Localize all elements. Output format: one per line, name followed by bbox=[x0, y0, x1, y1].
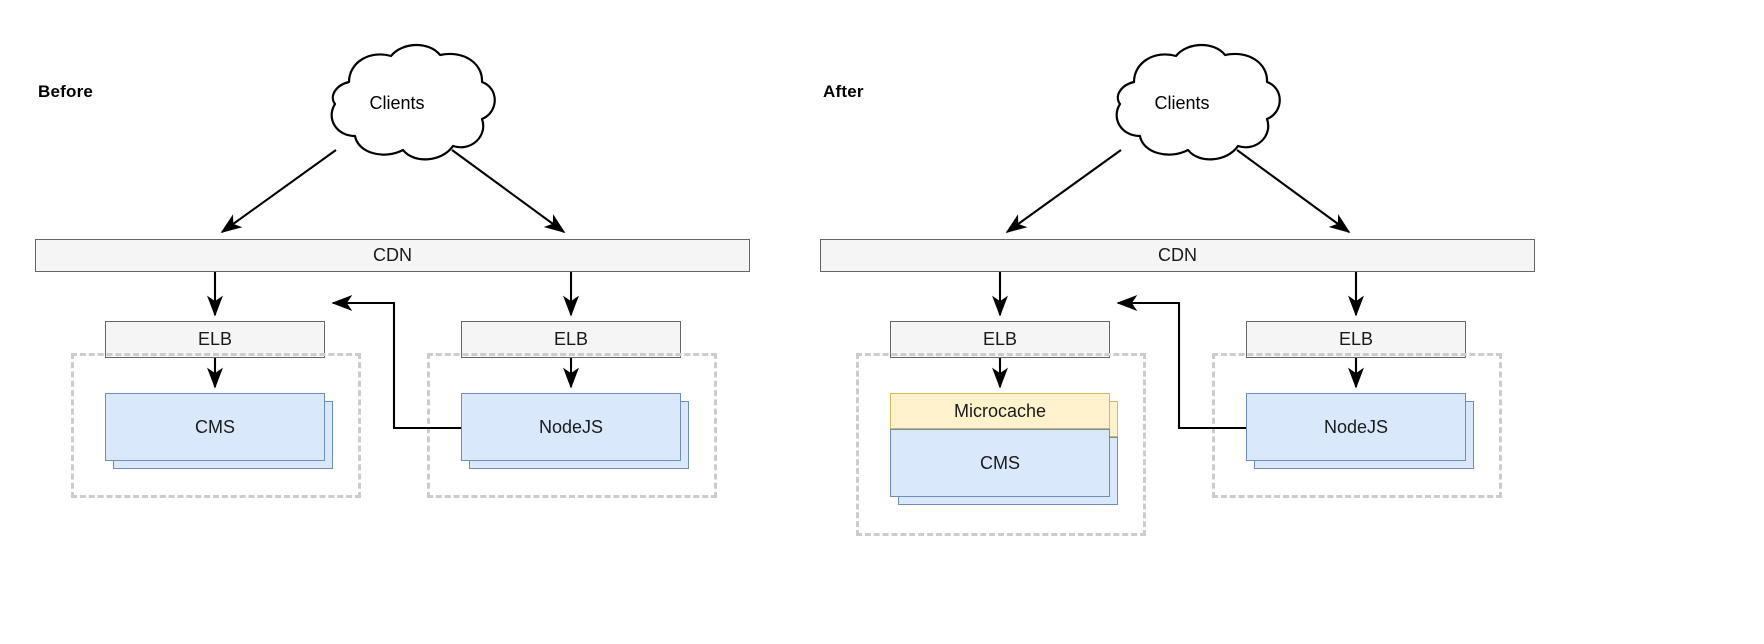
panel-title-before: Before bbox=[38, 82, 94, 101]
elb-right-label-after: ELB bbox=[1338, 329, 1374, 349]
cloud-label-before: Clients bbox=[369, 93, 425, 113]
panel-after: After Clients CDN ELB ELB Microcache bbox=[785, 0, 1667, 644]
cloud-clients-before: Clients bbox=[292, 38, 502, 168]
cdn-label-after: CDN bbox=[1158, 245, 1197, 265]
cloud-icon bbox=[1115, 43, 1281, 161]
nodejs-stack-after[interactable]: NodeJS bbox=[1246, 393, 1476, 473]
panel-before: Before Clients CDN ELB ELB CMS bbox=[35, 38, 750, 498]
cloud-clients-after: Clients bbox=[1077, 38, 1287, 168]
panel-title-after: After bbox=[823, 82, 864, 101]
elb-left-after[interactable]: ELB bbox=[890, 321, 1110, 358]
elb-left-label-after: ELB bbox=[982, 329, 1018, 349]
cdn-label-before: CDN bbox=[373, 245, 412, 265]
nodejs-stack-before[interactable]: NodeJS bbox=[461, 393, 691, 473]
elb-left-before[interactable]: ELB bbox=[105, 321, 325, 358]
nodejs-card-front-before[interactable]: NodeJS bbox=[461, 393, 681, 461]
cdn-bar-after[interactable]: CDN bbox=[820, 239, 1535, 272]
elb-left-label-before: ELB bbox=[197, 329, 233, 349]
cms-label-after: CMS bbox=[980, 452, 1020, 473]
elb-right-before[interactable]: ELB bbox=[461, 321, 681, 358]
cms-card-front-after[interactable]: CMS bbox=[890, 429, 1110, 497]
cloud-icon bbox=[330, 43, 496, 161]
cms-microcache-stack-after[interactable]: Microcache CMS bbox=[890, 393, 1125, 511]
elb-right-label-before: ELB bbox=[553, 329, 589, 349]
nodejs-card-front-after[interactable]: NodeJS bbox=[1246, 393, 1466, 461]
cdn-bar-before[interactable]: CDN bbox=[35, 239, 750, 272]
cloud-label-after: Clients bbox=[1154, 93, 1210, 113]
elb-right-after[interactable]: ELB bbox=[1246, 321, 1466, 358]
cms-card-front-before[interactable]: CMS bbox=[105, 393, 325, 461]
nodejs-label-after: NodeJS bbox=[1323, 416, 1389, 437]
cms-stack-before[interactable]: CMS bbox=[105, 393, 335, 473]
cms-label-before: CMS bbox=[195, 416, 235, 437]
microcache-card-front-after[interactable]: Microcache bbox=[890, 393, 1110, 429]
nodejs-label-before: NodeJS bbox=[538, 416, 604, 437]
microcache-label-after: Microcache bbox=[953, 400, 1047, 421]
group-boundary-cms-after bbox=[856, 353, 1146, 536]
